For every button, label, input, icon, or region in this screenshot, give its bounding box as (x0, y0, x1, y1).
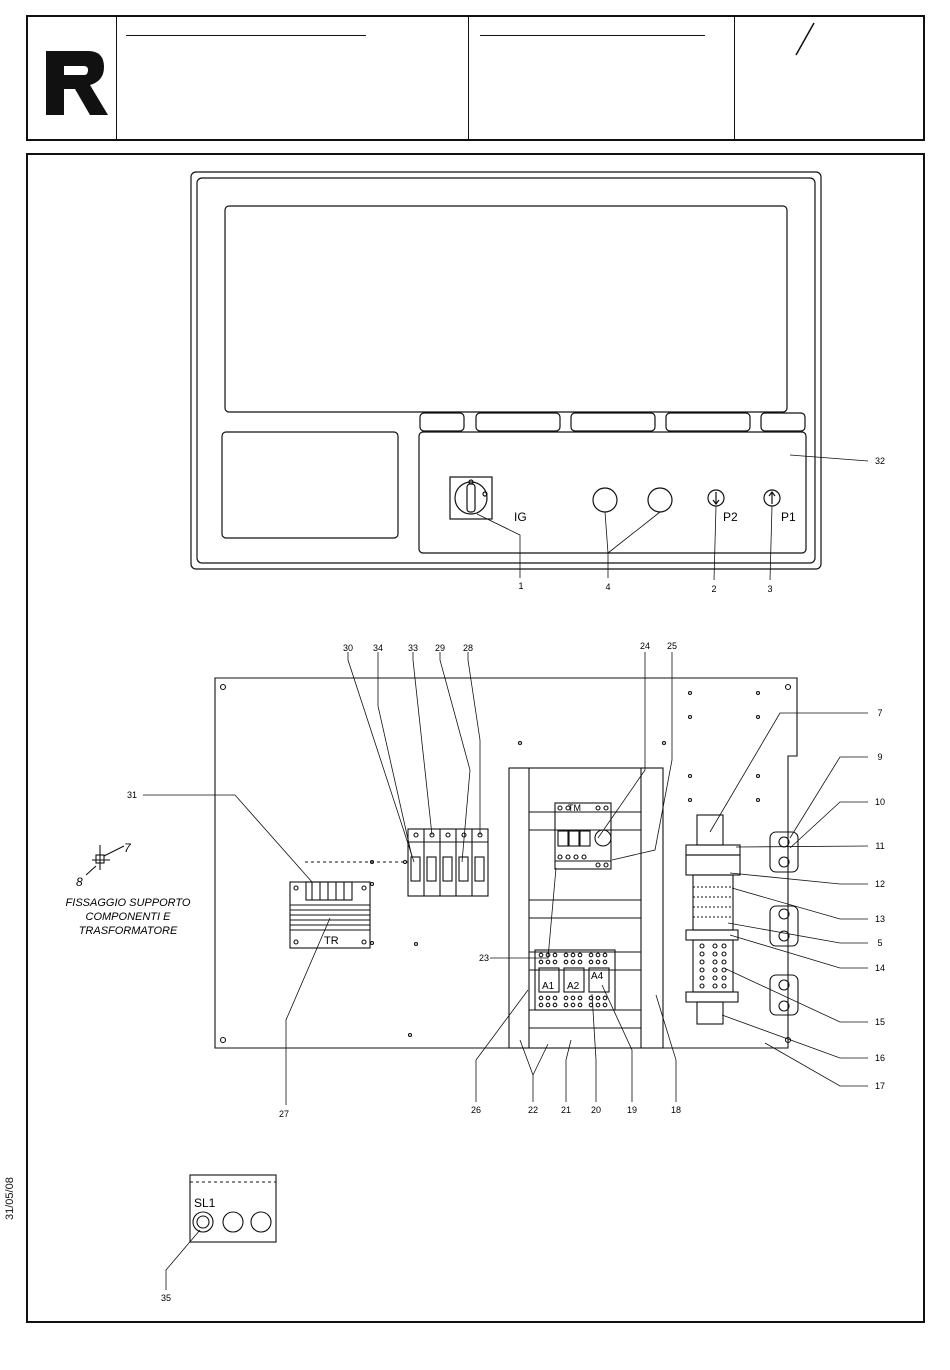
callout-19: 19 (627, 1105, 637, 1115)
callout-15: 15 (875, 1017, 885, 1027)
note-line-2: COMPONENTI E (86, 911, 172, 923)
callout-14: 14 (875, 963, 885, 973)
label-relay-a1: A1 (542, 981, 555, 992)
callout-18: 18 (671, 1105, 681, 1115)
callout-28: 28 (463, 643, 473, 653)
callout-numbers: 1 2 3 4 5 7 9 10 11 12 13 14 15 16 17 18… (127, 456, 885, 1303)
key-1 (420, 413, 464, 431)
label-p1: P1 (781, 510, 796, 524)
callout-20: 20 (591, 1105, 601, 1115)
label-sl1: SL1 (194, 1196, 216, 1210)
callout-11: 11 (875, 841, 884, 851)
callout-31: 31 (127, 790, 137, 800)
pushbutton-p1[interactable] (764, 490, 780, 506)
callout-16: 16 (875, 1053, 885, 1063)
plate-leaders (143, 652, 868, 1290)
left-window (222, 432, 398, 538)
callout-17: 17 (875, 1081, 885, 1091)
blank-hole-2 (251, 1212, 271, 1232)
callout-33: 33 (408, 643, 418, 653)
callout-29: 29 (435, 643, 445, 653)
callout-9: 9 (877, 752, 882, 762)
label-tm: TM (568, 803, 581, 813)
note-line-3: TRASFORMATORE (79, 925, 178, 937)
label-ig: IG (514, 510, 527, 524)
callout-21: 21 (561, 1105, 571, 1115)
callout-27: 27 (279, 1109, 289, 1119)
callout-22: 22 (528, 1105, 538, 1115)
key-2 (476, 413, 560, 431)
key-4 (666, 413, 750, 431)
knob-right[interactable] (648, 488, 672, 512)
callout-5: 5 (877, 938, 882, 948)
callout-2: 2 (711, 584, 716, 594)
callout-1: 1 (518, 581, 523, 591)
label-tr: TR (324, 935, 339, 947)
callout-34: 34 (373, 643, 383, 653)
callout-26: 26 (471, 1105, 481, 1115)
callout-30: 30 (343, 643, 353, 653)
terminal-strip (686, 815, 740, 1024)
circuit-breaker-tm (555, 803, 611, 869)
note-line-1: FISSAGGIO SUPPORTO (66, 897, 191, 909)
display-window (225, 206, 787, 412)
key-3 (571, 413, 655, 431)
cable-glands (770, 832, 798, 1015)
callout-24: 24 (640, 641, 650, 651)
callout-4: 4 (605, 582, 610, 592)
control-area (419, 432, 806, 553)
callout-3: 3 (767, 584, 772, 594)
callout-32: 32 (875, 456, 885, 466)
knob-left[interactable] (593, 488, 617, 512)
main-switch-ig[interactable] (450, 477, 492, 519)
callout-35: 35 (161, 1293, 171, 1303)
label-relay-a2: A2 (567, 981, 580, 992)
key-5 (761, 413, 805, 431)
callout-10: 10 (875, 797, 885, 807)
cable-duct (509, 768, 663, 1048)
fixing-detail-icon (86, 845, 124, 875)
label-relay-a4: A4 (591, 971, 604, 982)
mounting-plate (86, 678, 798, 1048)
callout-23: 23 (479, 953, 489, 963)
note-callout-7: 7 (124, 841, 132, 855)
pushbutton-p2[interactable] (708, 490, 724, 506)
fuse-holders (305, 829, 488, 896)
front-leaders (477, 455, 868, 580)
signal-lamp-sl1 (193, 1212, 213, 1232)
note-callout-8: 8 (76, 875, 83, 889)
blank-hole-1 (223, 1212, 243, 1232)
label-p2: P2 (723, 510, 738, 524)
callout-13: 13 (875, 914, 885, 924)
callout-25: 25 (667, 641, 677, 651)
callout-12: 12 (875, 879, 885, 889)
callout-7: 7 (877, 708, 882, 718)
